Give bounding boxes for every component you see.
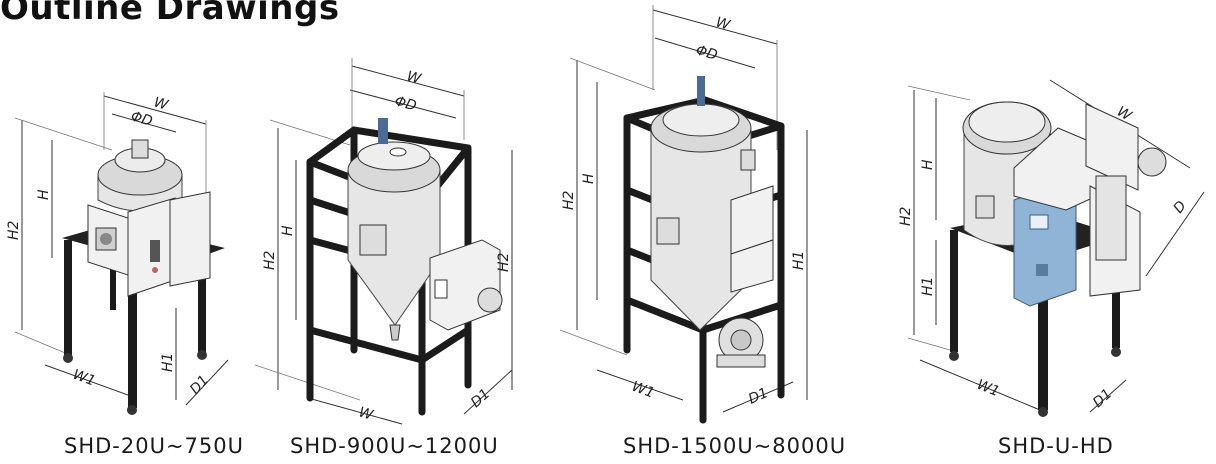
dimension-label-diameter: ΦD — [129, 108, 155, 129]
dimension-label-d: D — [1171, 198, 1190, 217]
figure-caption: SHD-U-HD — [998, 434, 1114, 458]
figure-caption: SHD-1500U~8000U — [623, 434, 847, 458]
dryer-machine — [949, 101, 1167, 417]
figure-shd-u-hd: W D H2 H H1 W1 D1 SHD-U-HD — [890, 0, 1210, 464]
dimension-label-h2-right: H2 — [496, 252, 512, 272]
dimension-label-h1: H1 — [160, 353, 176, 372]
dimension-label-h: H — [36, 189, 52, 200]
dimension-label-h: H — [920, 159, 936, 170]
dimension-label-d1: D1 — [1090, 386, 1115, 411]
dimension-label-w1: W1 — [630, 379, 657, 402]
dimension-label-diameter: ΦD — [694, 42, 720, 63]
dimension-label-d1: D1 — [187, 372, 212, 397]
figure-shd-1500u-8000u: W ΦD H2 H H1 W1 D1 SHD-1500U~8000U — [555, 0, 855, 464]
dimension-lines — [14, 92, 229, 406]
dimension-label-h2: H2 — [6, 220, 22, 240]
figure-caption: SHD-20U~750U — [64, 434, 245, 458]
dimension-label-h2: H2 — [561, 190, 577, 210]
page-title: Outline Drawings — [0, 0, 340, 28]
figure-caption: SHD-900U~1200U — [290, 434, 499, 458]
dimension-label-w: W — [714, 14, 733, 34]
dimension-label-diameter: ΦD — [393, 93, 418, 114]
figure-shd-20u-750u: W ΦD H2 H W1 H1 D1 SHD-20U~750U — [0, 0, 243, 464]
dryer-machine — [62, 139, 225, 415]
dimension-label-h: H — [280, 225, 296, 236]
dimension-label-h2: H2 — [898, 206, 914, 226]
dryer-machine — [306, 118, 503, 416]
drawing-shd-900u-1200u: W ΦD H2 H H2 W D1 — [254, 58, 513, 425]
dryer-machine — [623, 76, 785, 424]
dimension-label-w-bottom: W — [357, 404, 376, 424]
dimension-label-h: H — [581, 173, 597, 184]
drawing-shd-1500u-8000u: W ΦD H2 H H1 W1 D1 — [559, 5, 808, 424]
drawing-shd-20u-750u: W ΦD H2 H W1 H1 D1 — [6, 92, 229, 415]
drawing-shd-u-hd: W D H2 H H1 W1 D1 — [898, 79, 1205, 417]
dimension-label-h1: H1 — [920, 277, 936, 296]
dimension-label-w: W — [152, 94, 171, 114]
dimension-label-w1: W1 — [71, 367, 98, 390]
figure-shd-900u-1200u: W ΦD H2 H H2 W D1 SHD-900U~1200U — [250, 0, 550, 464]
dimension-label-w: W — [405, 68, 424, 87]
dimension-label-h2: H2 — [262, 250, 278, 270]
dimension-label-d1: D1 — [746, 385, 770, 408]
dimension-label-h1: H1 — [791, 251, 807, 270]
dimension-label-w1: W1 — [975, 377, 1002, 400]
dimension-lines — [559, 5, 808, 413]
